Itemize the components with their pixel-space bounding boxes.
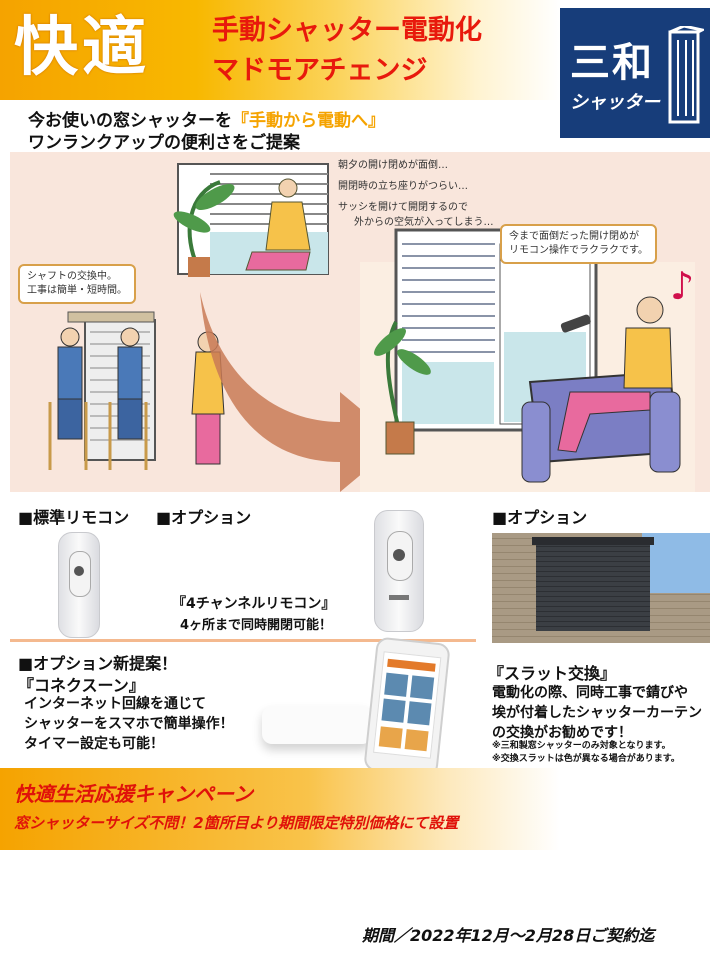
- slat-photo: [492, 533, 710, 643]
- campaign-subtitle: 窓シャッターサイズ不問！2箇所目より期間限定特別価格にて設置: [14, 814, 459, 832]
- illustration-drawing: [48, 163, 695, 492]
- bubble-shaft: シャフトの交換中。 工事は簡単・短時間。: [18, 264, 136, 304]
- bubble-remote-line: リモコン操作でラクラクです。: [509, 245, 648, 256]
- logo-text-sanwa: 三和: [570, 40, 654, 86]
- standard-remote-image: [58, 532, 100, 638]
- slat-notes: ※三和製窓シャッターのみ対象となります。 ※交換スラットは色が異なる場合がありま…: [492, 740, 680, 766]
- slat-title: 『スラット交換』: [488, 664, 617, 683]
- bubble-remote: 今まで面倒だった開け閉めが リモコン操作でラクラクです。: [500, 224, 657, 264]
- connexoon-hub-image: [262, 706, 372, 744]
- slat-note: ※交換スラットは色が異なる場合があります。: [492, 754, 680, 764]
- title-line-2: マドモアチェンジ: [212, 55, 428, 86]
- campaign-title: 快適生活応援キャンペーン: [14, 782, 253, 806]
- connexoon-description: インターネット回線を通じて シャッターをスマホで簡単操作！ タイマー設定も可能！: [24, 694, 234, 754]
- slat-line: の交換がお勧めです！: [492, 725, 632, 741]
- four-channel-title: 『4チャンネルリモコン』: [172, 596, 336, 612]
- section-divider: [10, 639, 476, 642]
- concern-line: 朝夕の開け閉めが面倒…: [338, 160, 448, 171]
- section-standard-remote: ■標準リモコン: [18, 508, 130, 527]
- illustration-area: シャフトの交換中。 工事は簡単・短時間。 朝夕の開け閉めが面倒… 開閉時の立ち座…: [10, 152, 710, 492]
- sanwa-shutter-logo: 三和 シャッター: [560, 8, 710, 138]
- section-option-1: ■オプション: [156, 508, 252, 527]
- logo-text-shutter: シャッター: [570, 92, 660, 113]
- connexoon-line: インターネット回線を通じて: [24, 696, 206, 712]
- connexoon-line: タイマー設定も可能！: [24, 736, 164, 752]
- slat-description: 電動化の際、同時工事で錆びや 埃が付着したシャッターカーテン の交換がお勧めです…: [492, 683, 702, 743]
- connexoon-title: 『コネクスーン』: [18, 676, 145, 695]
- intro-prefix: 今お使いの窓シャッターを: [28, 111, 232, 131]
- section-option-2: ■オプション: [492, 508, 588, 527]
- concerns-text: 朝夕の開け閉めが面倒… 開閉時の立ち座りがつらい… サッシを開けて開閉するので …: [338, 158, 494, 230]
- intro-line-2: ワンランクアップの便利さをご提案: [28, 133, 300, 153]
- title-line-1: 手動シャッター電動化: [212, 15, 482, 46]
- campaign-period: 期間／2022年12月～2月28日ご契約迄: [362, 926, 655, 945]
- smartphone-image: [363, 636, 451, 778]
- slat-line: 電動化の際、同時工事で錆びや: [492, 685, 688, 701]
- section-new-option: ■オプション新提案！: [18, 654, 178, 673]
- intro-line-1: 今お使いの窓シャッターを『手動から電動へ』: [28, 106, 385, 131]
- bubble-shaft-line: 工事は簡単・短時間。: [27, 285, 127, 296]
- bubble-shaft-line: シャフトの交換中。: [27, 271, 117, 282]
- bubble-remote-line: 今まで面倒だった開け閉めが: [509, 231, 639, 242]
- concern-line: 外からの空気が入ってしまう…: [354, 217, 494, 228]
- concern-line: サッシを開けて開閉するので: [338, 202, 468, 213]
- slat-line: 埃が付着したシャッターカーテン: [492, 705, 702, 721]
- music-note-icon: ♪: [670, 264, 695, 308]
- shutter-logo-icon: [668, 26, 704, 124]
- connexoon-line: シャッターをスマホで簡単操作！: [24, 716, 234, 732]
- four-channel-desc: 4ヶ所まで同時開閉可能！: [180, 618, 333, 633]
- intro-highlight: 『手動から電動へ』: [232, 111, 385, 131]
- four-channel-remote-image: [374, 510, 424, 632]
- concern-line: 開閉時の立ち座りがつらい…: [338, 181, 468, 192]
- header-band: [0, 0, 560, 100]
- slat-note: ※三和製窓シャッターのみ対象となります。: [492, 741, 671, 751]
- main-title-big: 快適: [14, 11, 150, 85]
- campaign-band: [0, 768, 560, 850]
